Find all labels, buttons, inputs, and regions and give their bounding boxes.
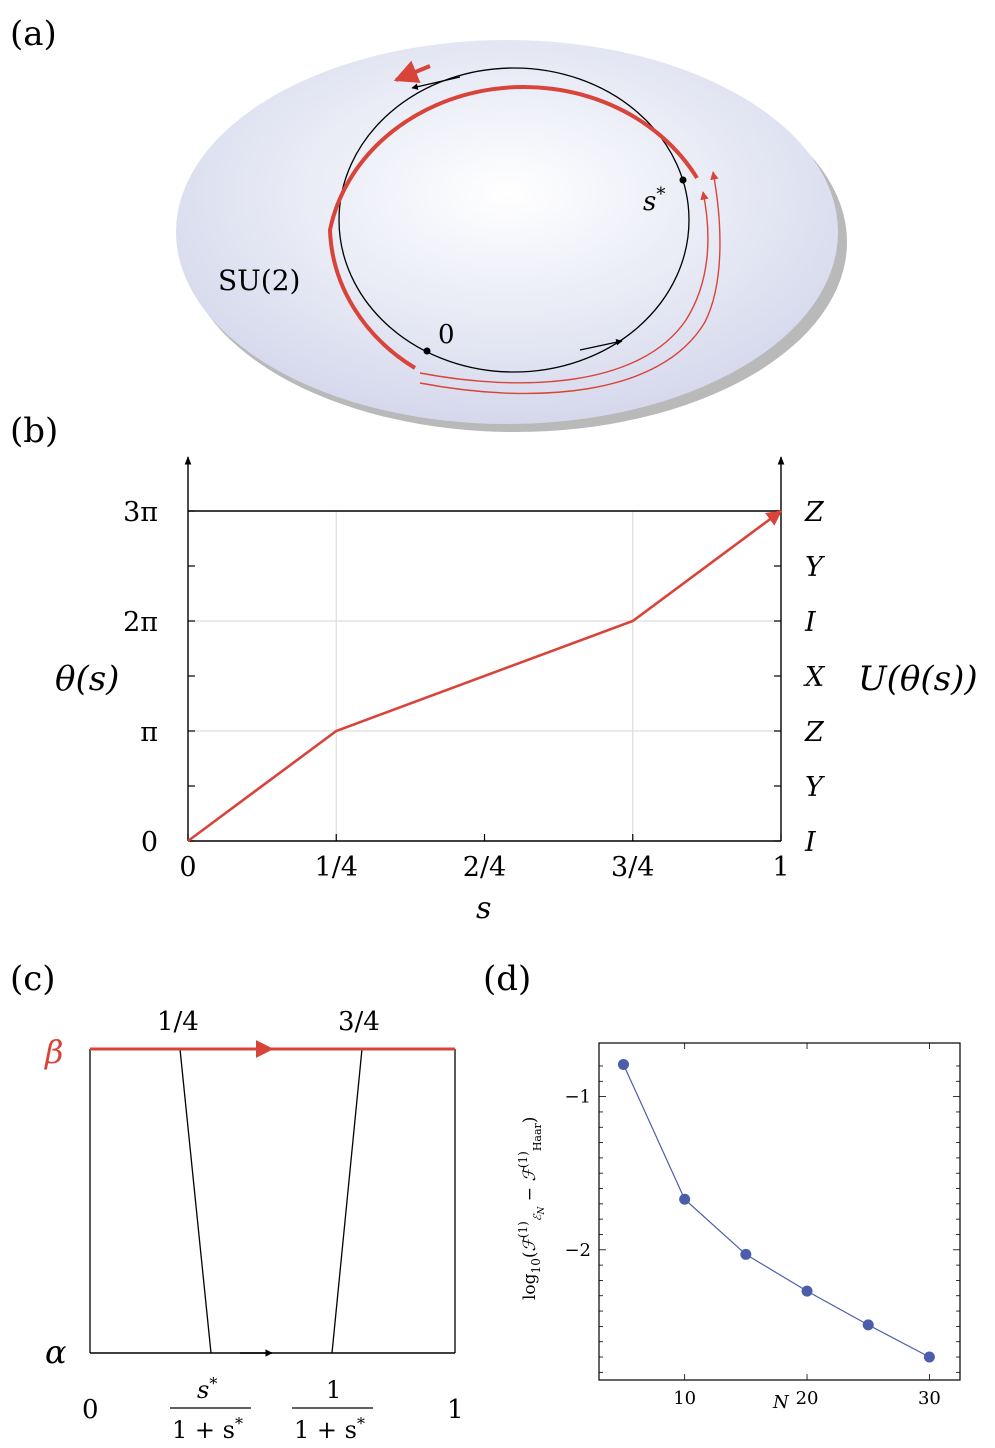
loop-arrow-top	[411, 76, 461, 90]
red-thick-arrow	[393, 60, 431, 83]
loop-path	[338, 67, 690, 373]
right-tick-label: Y	[805, 772, 825, 803]
red-thin-arc-2	[419, 171, 721, 395]
plot-frame	[598, 1042, 961, 1381]
y-tick-label: 2π	[123, 607, 158, 638]
right-tick-label: Y	[805, 552, 825, 583]
su2-disc	[176, 40, 838, 424]
right-tick-label: Z	[804, 497, 825, 528]
right-tick-label: Z	[804, 717, 825, 748]
ylabel-log: log10(ℱ(1)ℰN − ℱ(1)Haar)	[516, 1117, 547, 1300]
beta-label: β	[44, 1033, 64, 1071]
data-point-N25	[862, 1319, 874, 1331]
panel-a: (a) SU(2) 0 s*	[10, 14, 847, 432]
frac2-denominator: 1 + s*	[294, 1414, 365, 1444]
top-tick-2: 3/4	[338, 1007, 380, 1037]
y-tick-label: π	[140, 717, 158, 748]
bottom-right-tick: 1	[447, 1395, 464, 1425]
x-tick-label: 10	[673, 1388, 696, 1409]
data-point-N15	[740, 1248, 752, 1260]
x-tick-label: 20	[796, 1388, 819, 1409]
panel-d-label: (d)	[483, 959, 531, 999]
xlabel-N: N	[772, 1392, 790, 1413]
data-point-N5	[617, 1058, 629, 1070]
x-tick-label: 0	[179, 852, 196, 883]
group-label: SU(2)	[218, 264, 300, 297]
loop-arrow-bottom	[579, 339, 623, 351]
frac1-denominator: 1 + s*	[172, 1414, 243, 1444]
x-tick-label: 1	[772, 852, 789, 883]
ylabel-right: U(θ(s))	[858, 659, 978, 699]
panel-a-label: (a)	[10, 14, 57, 54]
fidelity-series-line	[622, 1064, 930, 1358]
x-tick-label: 3/4	[611, 852, 654, 883]
point-start	[423, 347, 431, 355]
data-point-N30	[923, 1351, 935, 1363]
xlabel-s: s	[476, 891, 491, 926]
right-tick-label: I	[804, 607, 817, 638]
x-tick-label: 1/4	[315, 852, 358, 883]
frac1-numerator: s*	[197, 1374, 217, 1404]
top-tick-1: 1/4	[157, 1007, 199, 1037]
panel-c-label: (c)	[10, 959, 56, 999]
panel-c: (c) 1/4 3/4 β α 0 1 s* 1 + s* 1 1 + s*	[10, 959, 464, 1444]
data-point-N20	[801, 1285, 813, 1297]
point-sstar-label: s*	[643, 184, 665, 217]
bottom-left-tick: 0	[82, 1395, 99, 1425]
theta-series-line	[187, 509, 783, 843]
red-thick-arc	[327, 85, 699, 370]
frac2-numerator: 1	[326, 1376, 341, 1404]
panel-b-label: (b)	[10, 411, 58, 451]
y-tick-label: 3π	[123, 497, 158, 528]
alpha-label: α	[45, 1333, 67, 1371]
fidelity-chart: −1 −2 10 20 30	[564, 1042, 961, 1409]
right-tick-label: X	[803, 662, 826, 693]
diag-line-1	[179, 1048, 212, 1354]
y-tick-label: 0	[141, 827, 158, 858]
diag-line-2	[331, 1048, 363, 1354]
point-sstar	[679, 176, 687, 184]
y-tick-label: −2	[564, 1240, 591, 1261]
x-tick-label: 2/4	[463, 852, 506, 883]
point-start-label: 0	[438, 320, 455, 350]
red-thin-arc-1	[419, 191, 709, 384]
ylabel-left: θ(s)	[55, 659, 119, 699]
right-tick-label: I	[804, 827, 817, 858]
x-tick-label: 30	[918, 1388, 941, 1409]
data-point-N10	[679, 1193, 691, 1205]
y-tick-label: −1	[564, 1087, 591, 1108]
panel-d: (d) −1 −2 10 20 30 N log10(ℱ(1)ℰN − ℱ(1)Haar…	[483, 959, 961, 1413]
